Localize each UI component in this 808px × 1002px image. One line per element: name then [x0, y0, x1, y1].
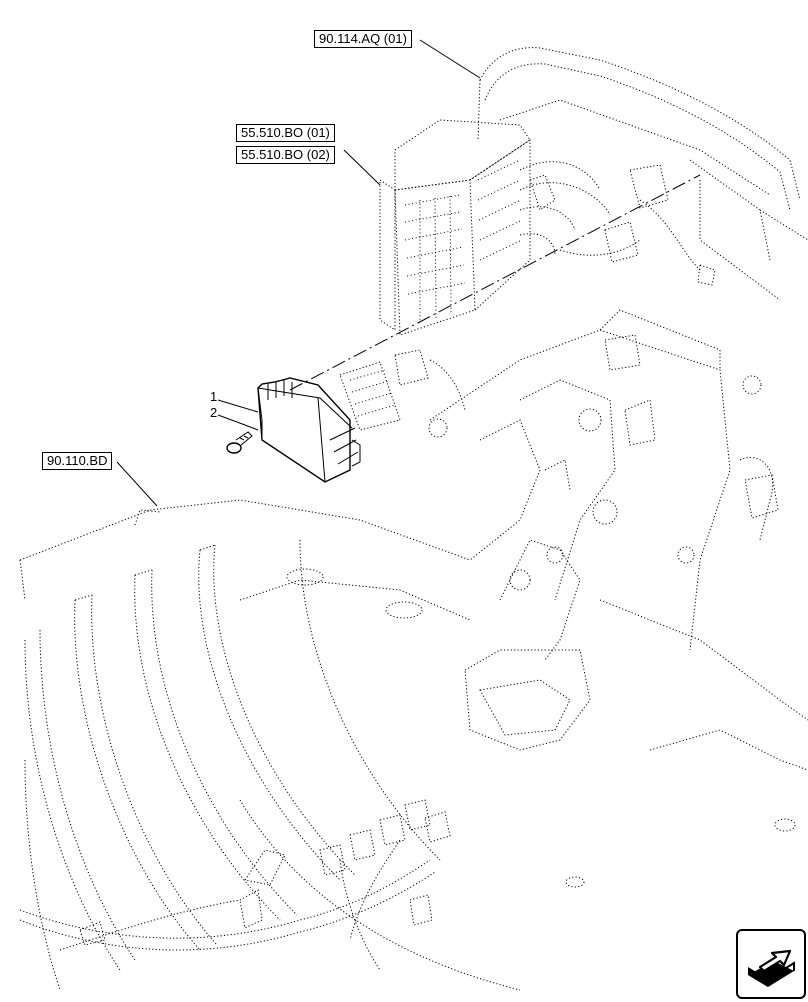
callout-number-1: 1 — [210, 389, 218, 404]
ref-label-cab-frame[interactable]: 90.114.AQ (01) — [314, 30, 412, 48]
lower-harness — [19, 799, 451, 971]
ref-label-fuse-box-1[interactable]: 55.510.BO (01) — [236, 124, 335, 142]
cab-frame — [477, 47, 808, 301]
floor-plate — [19, 499, 808, 888]
ref-label-floor-plate[interactable]: 90.110.BD — [42, 452, 113, 470]
callout-number-2: 2 — [210, 405, 218, 420]
floor-grooves — [24, 539, 521, 991]
explosion-line — [289, 174, 701, 391]
upper-harness — [519, 161, 716, 286]
ref-label-fuse-box-2[interactable]: 55.510.BO (02) — [236, 146, 335, 164]
screw-part-2[interactable] — [226, 431, 253, 454]
arrow-box-icon — [748, 949, 795, 987]
pedal-bracket — [428, 309, 779, 651]
control-module-part-1[interactable] — [257, 377, 361, 483]
fuse-box — [379, 119, 531, 336]
leader-lines — [116, 39, 481, 507]
next-page-arrow-icon[interactable] — [736, 929, 806, 999]
brake-pedal — [464, 539, 591, 751]
module-connectors — [339, 349, 466, 431]
